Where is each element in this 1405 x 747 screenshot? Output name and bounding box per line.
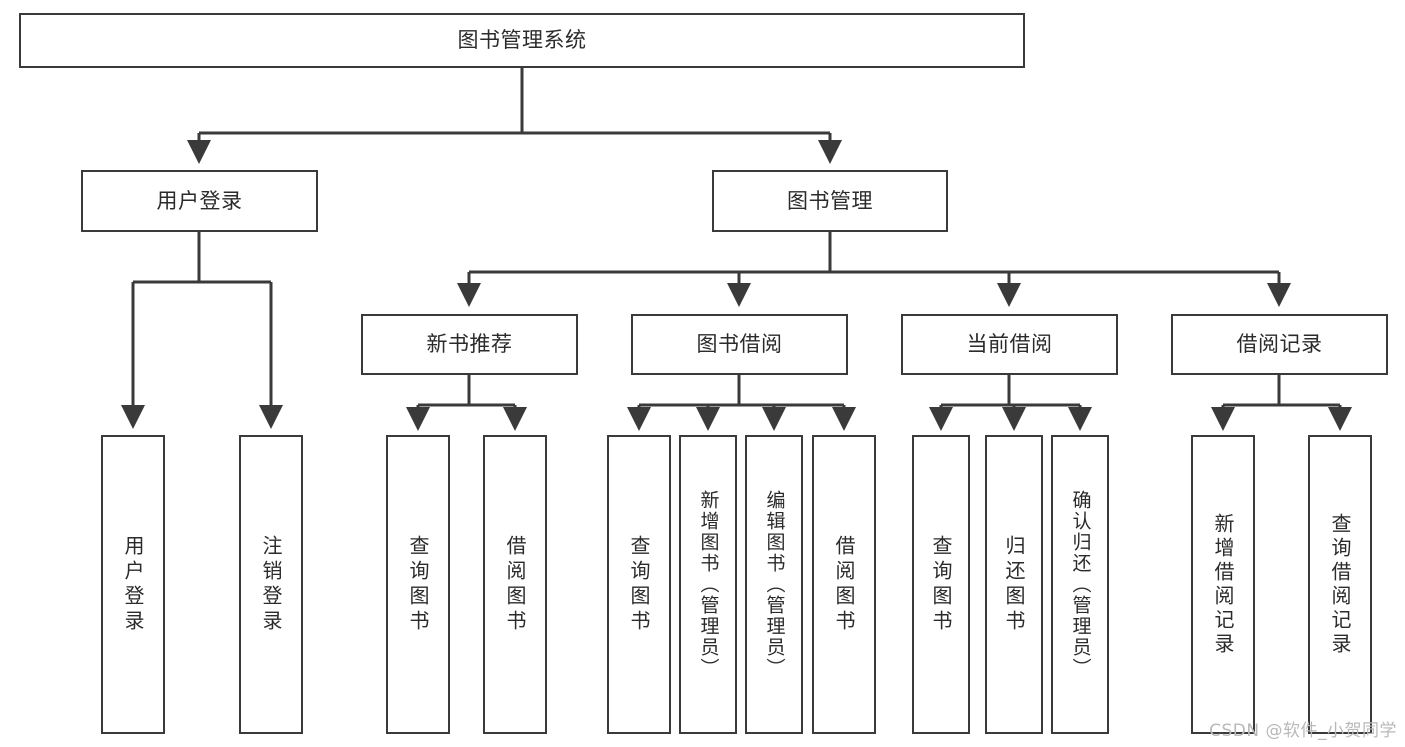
leaf-user-login-label: 用户登录 [121,534,145,635]
leaf-borrow-book-recommendation-label: 借阅图书 [503,534,527,635]
node-current-borrow[interactable]: 当前借阅 [901,314,1118,375]
leaf-logout[interactable]: 注销登录 [239,435,303,734]
leaf-return-book-label: 归还图书 [1002,534,1026,635]
leaf-borrow-book[interactable]: 借阅图书 [812,435,876,734]
node-new-book-recommendation[interactable]: 新书推荐 [361,314,578,375]
leaf-add-book-admin[interactable]: 新增图书（管理员） [679,435,737,734]
leaf-query-book-borrow[interactable]: 查询图书 [607,435,671,734]
leaf-return-book[interactable]: 归还图书 [985,435,1043,734]
node-new-book-recommendation-label: 新书推荐 [426,332,513,357]
leaf-query-book-recommendation[interactable]: 查询图书 [386,435,450,734]
node-root-label: 图书管理系统 [457,28,587,53]
leaf-user-login[interactable]: 用户登录 [101,435,165,734]
leaf-confirm-return-admin[interactable]: 确认归还（管理员） [1051,435,1109,734]
node-root[interactable]: 图书管理系统 [19,13,1025,68]
leaf-add-book-admin-label: 新增图书（管理员） [697,490,720,679]
leaf-add-borrow-record[interactable]: 新增借阅记录 [1191,435,1255,734]
node-book-borrow-label: 图书借阅 [696,332,783,357]
leaf-query-book-recommendation-label: 查询图书 [406,534,430,635]
node-borrow-records-label: 借阅记录 [1236,332,1323,357]
leaf-query-book-borrow-label: 查询图书 [627,534,651,635]
leaf-edit-book-admin-label: 编辑图书（管理员） [763,490,786,679]
leaf-query-borrow-record[interactable]: 查询借阅记录 [1308,435,1372,734]
node-book-management[interactable]: 图书管理 [712,170,948,232]
leaf-edit-book-admin[interactable]: 编辑图书（管理员） [745,435,803,734]
node-user-login[interactable]: 用户登录 [81,170,318,232]
leaf-borrow-book-label: 借阅图书 [832,534,856,635]
leaf-confirm-return-admin-label: 确认归还（管理员） [1069,490,1092,679]
leaf-query-book-current-label: 查询图书 [929,534,953,635]
leaf-borrow-book-recommendation[interactable]: 借阅图书 [483,435,547,734]
node-user-login-label: 用户登录 [156,188,243,213]
leaf-logout-label: 注销登录 [259,534,283,635]
leaf-query-book-current[interactable]: 查询图书 [912,435,970,734]
leaf-add-borrow-record-label: 新增借阅记录 [1211,512,1235,657]
node-borrow-records[interactable]: 借阅记录 [1171,314,1388,375]
watermark-text: CSDN @软件_小贺同学 [1209,721,1397,741]
node-current-borrow-label: 当前借阅 [966,332,1053,357]
node-book-management-label: 图书管理 [787,188,873,213]
leaf-query-borrow-record-label: 查询借阅记录 [1328,512,1352,657]
node-book-borrow[interactable]: 图书借阅 [631,314,848,375]
